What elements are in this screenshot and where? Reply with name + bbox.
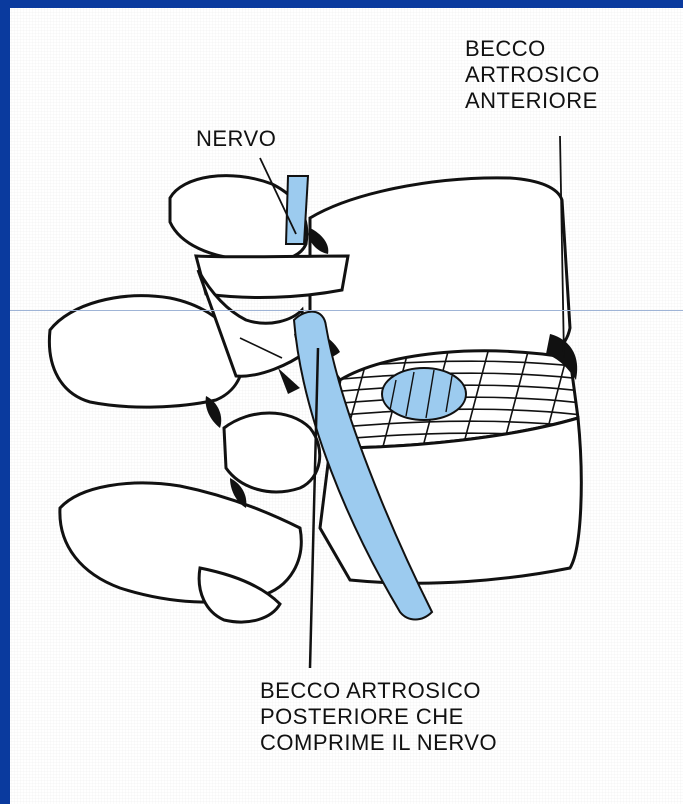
lower-articular-process [224, 413, 320, 492]
label-becco-anteriore: BECCO ARTROSICO ANTERIORE [465, 36, 600, 114]
label-becco-posteriore: BECCO ARTROSICO POSTERIORE CHE COMPRIME … [260, 678, 497, 756]
nucleus-pulposus [382, 368, 466, 420]
upper-lamina [196, 256, 348, 297]
upper-vertebral-body [310, 178, 570, 380]
nerve-root-upper [286, 176, 308, 244]
slide-divider-line [10, 310, 683, 311]
label-nervo: NERVO [196, 126, 276, 152]
lower-posterior-arch [60, 483, 301, 602]
illustration-panel: NERVO BECCO ARTROSICO ANTERIORE BECCO AR… [10, 8, 683, 804]
